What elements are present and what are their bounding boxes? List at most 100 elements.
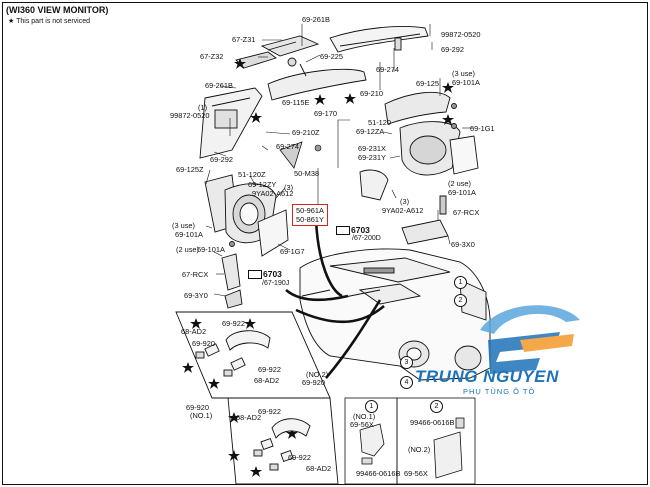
- part-label[interactable]: 69-922: [222, 319, 246, 328]
- part-label[interactable]: 99466-0616B: [410, 418, 455, 427]
- part-label[interactable]: 67-Z31: [232, 35, 256, 44]
- ref-6703-right: 6703: [351, 225, 370, 235]
- part-label[interactable]: 69-12ZY: [248, 180, 277, 189]
- sun-visor-left: [199, 87, 263, 159]
- part-label[interactable]: 69-920: [302, 378, 326, 387]
- watermark-logo: [480, 305, 580, 374]
- part-label[interactable]: 69-12ZA: [356, 127, 385, 136]
- part-label[interactable]: 51-120Z: [238, 170, 266, 179]
- part-label[interactable]: 67-Z32: [200, 52, 224, 61]
- part-label[interactable]: 69-125Z: [176, 165, 204, 174]
- part-label[interactable]: 69-170: [314, 109, 338, 118]
- part-label[interactable]: 99872-0520: [441, 30, 481, 39]
- part-label: (3 use): [452, 69, 476, 78]
- part-label[interactable]: 69-56X: [404, 469, 428, 478]
- part-label: (2 use): [448, 179, 472, 188]
- part-label[interactable]: 69-292: [210, 155, 234, 164]
- part-label[interactable]: 69-922: [288, 453, 312, 462]
- part-label[interactable]: 50-M38: [294, 169, 320, 178]
- highlight-part-1: 50-961A: [296, 206, 324, 215]
- grip-panel-middle: [227, 397, 339, 485]
- unserviced-stars: [182, 58, 454, 477]
- service-note-text: This part is not serviced: [16, 18, 91, 25]
- detail-box-2: [396, 397, 476, 485]
- part-label[interactable]: 69-210: [360, 89, 384, 98]
- part-label[interactable]: 69-231Y: [358, 153, 386, 162]
- part-label: (NO.2): [306, 370, 329, 379]
- callout-marker[interactable]: 2: [454, 294, 467, 307]
- part-label[interactable]: 69-922: [258, 407, 282, 416]
- part-label[interactable]: 69-125: [416, 79, 440, 88]
- part-label[interactable]: 69-1G1: [470, 124, 495, 133]
- part-label[interactable]: 69-922: [258, 365, 282, 374]
- callout-marker[interactable]: 4: [400, 376, 413, 389]
- door-mirror-left: [204, 174, 289, 257]
- part-label[interactable]: 69-231X: [358, 144, 386, 153]
- part-label[interactable]: 69-274: [376, 65, 400, 74]
- part-label[interactable]: 69-1G7: [280, 247, 305, 256]
- doc-ref-icon: [336, 226, 350, 235]
- part-label[interactable]: 68-AD2: [236, 413, 262, 422]
- rear-view-mirror: [267, 57, 367, 101]
- part-label[interactable]: 69-3X0: [451, 240, 475, 249]
- part-label: (NO.1): [190, 411, 213, 420]
- part-label[interactable]: 69-261B: [205, 81, 233, 90]
- callout-marker[interactable]: 3: [400, 356, 413, 369]
- part-label[interactable]: 9YA02-A612: [382, 206, 424, 215]
- pointer-arrows: [285, 219, 385, 379]
- part-label[interactable]: 69-292: [441, 45, 465, 54]
- part-label[interactable]: 51-120: [368, 118, 392, 127]
- part-label: (2 use): [176, 245, 200, 254]
- part-label[interactable]: 68-AD2: [181, 327, 207, 336]
- ref-67-190j: /67-190J: [262, 280, 290, 287]
- highlight-part-2: 50-861Y: [296, 215, 324, 224]
- vehicle-body: [299, 248, 491, 381]
- part-label[interactable]: 69-101A: [197, 245, 225, 254]
- assist-grip-no1: [195, 330, 271, 377]
- part-label: (3): [400, 197, 410, 206]
- part-label[interactable]: 67-RCX: [453, 208, 480, 217]
- part-label[interactable]: 69-56X: [350, 420, 374, 429]
- mirror-base-left: [221, 241, 243, 309]
- part-label[interactable]: 69-920: [192, 339, 216, 348]
- mirror-base-right: [401, 195, 449, 245]
- highlight-part-box[interactable]: 50-961A 50-861Y: [292, 204, 328, 226]
- callout-marker[interactable]: 1: [365, 400, 378, 413]
- part-label[interactable]: 69-101A: [175, 230, 203, 239]
- part-label[interactable]: 69-3Y0: [184, 291, 208, 300]
- callout-marker[interactable]: 2: [430, 400, 443, 413]
- callout-marker[interactable]: 1: [454, 276, 467, 289]
- part-label[interactable]: 69-225: [320, 52, 344, 61]
- service-note: ★ This part is not serviced: [8, 17, 90, 25]
- part-label[interactable]: 69-261B: [302, 15, 330, 24]
- leader-lines: [205, 24, 474, 297]
- sun-visor-right: [329, 26, 429, 53]
- assist-grip-no2: [253, 418, 311, 471]
- door-mirror-right: [359, 91, 479, 201]
- part-label[interactable]: 68-AD2: [254, 376, 280, 385]
- part-label[interactable]: 69-101A: [448, 188, 476, 197]
- part-label: (NO.2): [408, 445, 431, 454]
- part-label[interactable]: 9YA02-A612: [252, 189, 294, 198]
- watermark-subtitle: PHỤ TÙNG Ô TÔ: [463, 387, 536, 396]
- ref-67-200d: /67-200D: [352, 235, 381, 242]
- part-label[interactable]: 69-115E: [282, 98, 310, 107]
- part-label: (3): [284, 183, 294, 192]
- part-label[interactable]: 99872-0520: [170, 111, 210, 120]
- part-label[interactable]: 99466-0616B: [356, 469, 401, 478]
- part-label[interactable]: 69-210Z: [292, 128, 320, 137]
- star-icon: ★: [8, 18, 15, 25]
- part-label[interactable]: 68-AD2: [306, 464, 332, 473]
- doc-ref-icon: [248, 270, 262, 279]
- part-label: (1): [198, 103, 208, 112]
- part-label[interactable]: 69-101A: [452, 78, 480, 87]
- part-label: (NO.1): [353, 412, 376, 421]
- bracket-detail-1: [359, 423, 385, 465]
- part-label[interactable]: 67-RCX: [182, 270, 209, 279]
- ref-6703-left: 6703: [263, 269, 282, 279]
- part-label[interactable]: 69-274: [276, 142, 300, 151]
- part-label[interactable]: 69-920: [186, 403, 210, 412]
